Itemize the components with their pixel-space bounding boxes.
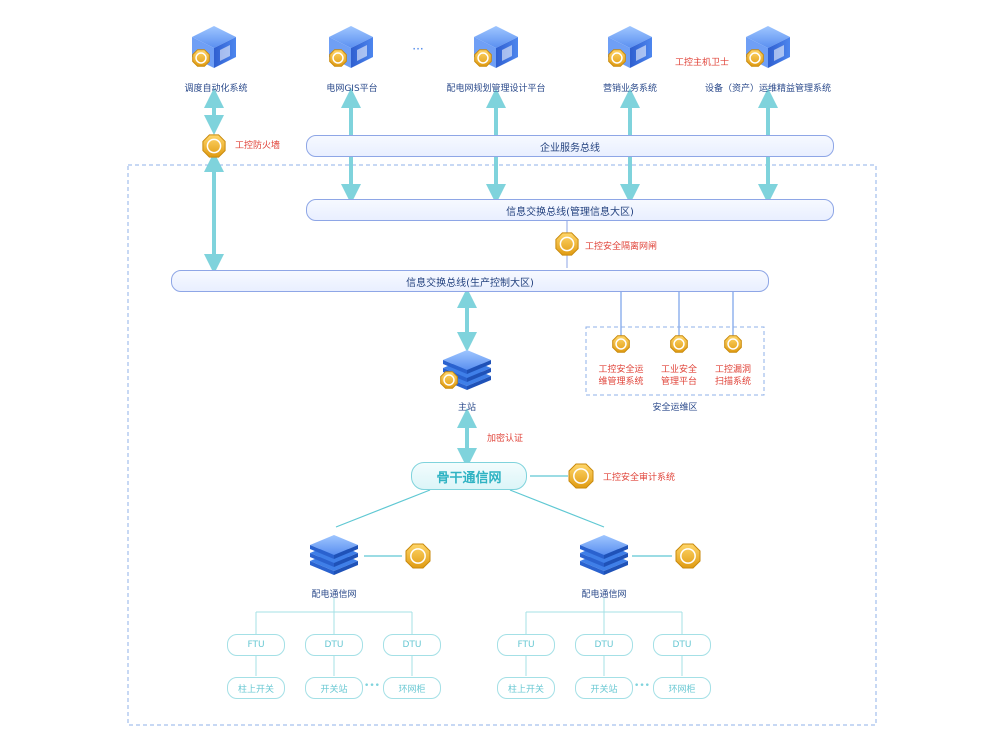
ops-icon bbox=[612, 335, 630, 353]
dist-net-label-left: 配电通信网 bbox=[311, 590, 357, 600]
terminal-dtu: DTU bbox=[305, 634, 363, 656]
site-ring-cabinet: 环网柜 bbox=[653, 677, 711, 699]
firewall-icon bbox=[202, 134, 226, 158]
site-pole-switch: 柱上开关 bbox=[227, 677, 285, 699]
ops-item-1: 工控安全运维管理系统 bbox=[598, 365, 644, 387]
ops-zone-title: 安全运维区 bbox=[652, 403, 698, 413]
dist-net-icon bbox=[310, 535, 358, 575]
system-label-marketing: 营销业务系统 bbox=[602, 84, 658, 94]
production-control-bus: 信息交换总线(生产控制大区) bbox=[171, 270, 769, 292]
encrypt-auth-label: 加密认证 bbox=[487, 434, 524, 444]
system-label-planning: 配电网规划管理设计平台 bbox=[446, 84, 546, 94]
site-switch-station: 开关站 bbox=[305, 677, 363, 699]
master-station-icon bbox=[443, 350, 491, 390]
shield-icon bbox=[746, 49, 764, 67]
shield-icon bbox=[608, 49, 626, 67]
left-tree bbox=[255, 598, 413, 676]
terminal-dtu: DTU bbox=[653, 634, 711, 656]
terminal-dtu: DTU bbox=[383, 634, 441, 656]
ops-item-2: 工业安全管理平台 bbox=[660, 365, 698, 387]
enterprise-service-bus: 企业服务总线 bbox=[306, 135, 834, 157]
terminal-dtu: DTU bbox=[575, 634, 633, 656]
site-pole-switch: 柱上开关 bbox=[497, 677, 555, 699]
terminal-ftu: FTU bbox=[497, 634, 555, 656]
ops-zone-border bbox=[585, 326, 765, 396]
master-station-label: 主站 bbox=[457, 403, 477, 413]
management-info-bus: 信息交换总线(管理信息大区) bbox=[306, 199, 834, 221]
system-label-gis: 电网GIS平台 bbox=[326, 84, 378, 94]
audit-icon bbox=[405, 543, 431, 569]
audit-icon bbox=[675, 543, 701, 569]
firewall-label: 工控防火墙 bbox=[235, 141, 281, 151]
audit-system-label: 工控安全审计系统 bbox=[603, 473, 676, 483]
shield-icon bbox=[329, 49, 347, 67]
ops-item-3: 工控漏洞扫描系统 bbox=[714, 365, 752, 387]
site-switch-station: 开关站 bbox=[575, 677, 633, 699]
host-guard-label: 工控主机卫士 bbox=[675, 58, 730, 68]
ops-icon bbox=[670, 335, 688, 353]
system-label-dispatch: 调度自动化系统 bbox=[184, 84, 248, 94]
site-ring-cabinet: 环网柜 bbox=[383, 677, 441, 699]
dist-net-label-right: 配电通信网 bbox=[581, 590, 627, 600]
ops-connectors bbox=[620, 292, 734, 337]
systems-ellipsis: ··· bbox=[412, 42, 424, 56]
isolation-gateway-label: 工控安全隔离网闸 bbox=[585, 242, 658, 252]
backbone-links bbox=[335, 475, 672, 557]
gateway-icon bbox=[555, 232, 579, 256]
leaf-ellipsis-left: ••• bbox=[364, 681, 380, 691]
terminal-ftu: FTU bbox=[227, 634, 285, 656]
leaf-ellipsis-right: ••• bbox=[634, 681, 650, 691]
dist-net-icon bbox=[580, 535, 628, 575]
shield-icon bbox=[440, 371, 458, 389]
ops-icon bbox=[724, 335, 742, 353]
right-tree bbox=[525, 598, 683, 676]
backbone-network: 骨干通信网 bbox=[411, 462, 527, 490]
shield-icon bbox=[474, 49, 492, 67]
audit-icon bbox=[568, 463, 594, 489]
system-label-equipment: 设备（资产）运维精益管理系统 bbox=[704, 84, 832, 94]
shield-icon bbox=[192, 49, 210, 67]
